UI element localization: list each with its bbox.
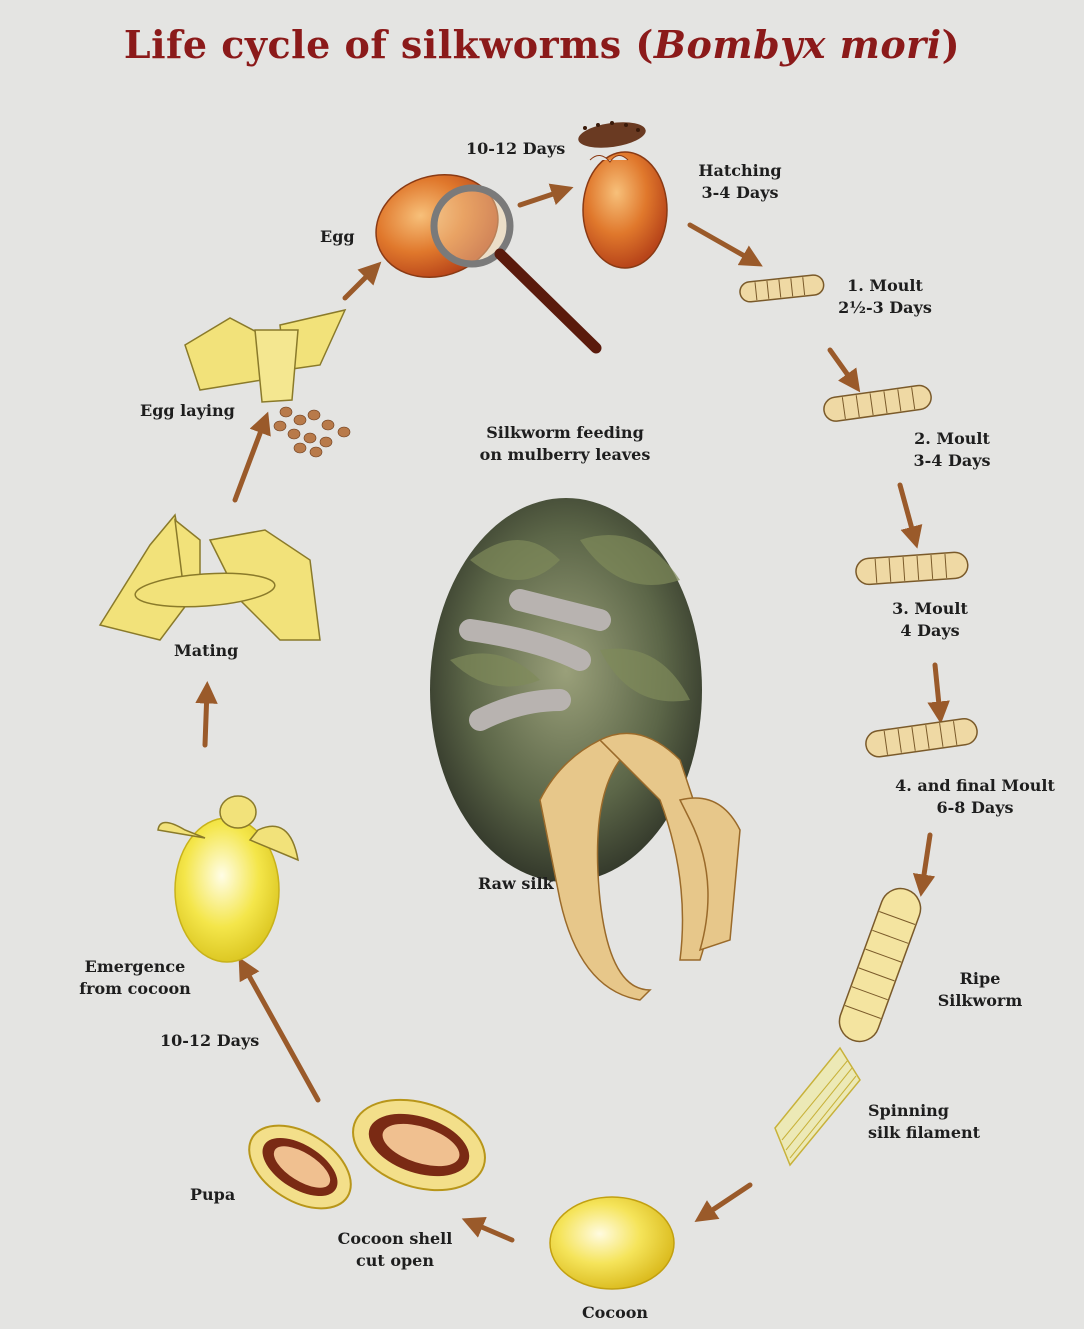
label-moult-3-title: 3. Moult	[880, 598, 980, 620]
label-emergence-title: Emergence	[70, 956, 200, 978]
title-text: Life cycle of silkworms (	[124, 22, 654, 67]
label-hatching-days: 3-4 Days	[690, 182, 790, 204]
label-cocoon-cut-open: Cocoon shell cut open	[330, 1228, 460, 1272]
label-moult-4: 4. and final Moult 6-8 Days	[890, 775, 1060, 819]
label-mating: Mating	[174, 640, 238, 662]
label-moult-4-days: 6-8 Days	[890, 797, 1060, 819]
arrow-cut-to-emergence	[470, 1222, 512, 1240]
spinning-silk-filament	[775, 1048, 860, 1165]
label-hatching-title: Hatching	[690, 160, 790, 182]
mating-moths-illustration	[100, 515, 320, 640]
emergence-illustration	[158, 796, 298, 962]
label-pupa: Pupa	[190, 1184, 235, 1206]
larva-moult-3	[855, 551, 969, 585]
label-pupa-days: 10-12 Days	[160, 1030, 259, 1052]
cocoon-shell-cut-open	[341, 1084, 496, 1206]
label-moult-1-title: 1. Moult	[830, 275, 940, 297]
label-moult-2: 2. Moult 3-4 Days	[900, 428, 1004, 472]
label-emergence-subtitle: from cocoon	[70, 978, 200, 1000]
label-ripe-silkworm: Ripe Silkworm	[930, 968, 1030, 1012]
label-moult-3: 3. Moult 4 Days	[880, 598, 980, 642]
label-egg-days: 10-12 Days	[466, 138, 565, 160]
label-spinning-subtitle: silk filament	[868, 1122, 980, 1144]
diagram-title: Life cycle of silkworms (Bombyx mori)	[0, 22, 1084, 67]
label-feeding-subtitle: on mulberry leaves	[470, 444, 660, 466]
label-cut-open-subtitle: cut open	[330, 1250, 460, 1272]
arrow-emergence-to-mating	[205, 690, 207, 745]
label-moult-2-days: 3-4 Days	[900, 450, 1004, 472]
arrow-hatch-to-moult1	[690, 225, 755, 262]
egg-illustration	[363, 159, 596, 348]
label-raw-silk: Raw silk	[478, 873, 554, 895]
arrow-moult4-to-ripe	[922, 835, 930, 888]
label-feeding-title: Silkworm feeding	[470, 422, 660, 444]
ripe-silkworm	[834, 883, 926, 1047]
label-egg-laying: Egg laying	[140, 400, 235, 422]
arrow-egg-to-hatch	[520, 190, 565, 205]
larva-moult-2	[822, 384, 932, 423]
title-scientific-name: Bombyx mori	[654, 22, 942, 67]
label-spinning: Spinning silk filament	[868, 1100, 980, 1144]
label-spinning-title: Spinning	[868, 1100, 980, 1122]
arrow-mating-to-laying	[235, 420, 265, 500]
label-ripe-subtitle: Silkworm	[930, 990, 1030, 1012]
label-moult-2-title: 2. Moult	[900, 428, 1004, 450]
title-close-paren: )	[942, 22, 960, 67]
raw-silk-illustration	[540, 733, 740, 1000]
arrow-moult2-to-moult3	[900, 485, 915, 540]
larva-moult-4	[864, 717, 979, 758]
label-emergence: Emergence from cocoon	[70, 956, 200, 1000]
label-moult-4-title: 4. and final Moult	[890, 775, 1060, 797]
label-cut-open-title: Cocoon shell	[330, 1228, 460, 1250]
label-moult-1-days: 2½-3 Days	[830, 297, 940, 319]
label-moult-3-days: 4 Days	[880, 620, 980, 642]
pupa-illustration	[234, 1108, 365, 1225]
label-cocoon: Cocoon	[560, 1302, 670, 1324]
hatching-egg-illustration	[577, 118, 667, 268]
label-feeding: Silkworm feeding on mulberry leaves	[470, 422, 660, 466]
label-hatching: Hatching 3-4 Days	[690, 160, 790, 204]
arrow-laying-to-egg	[345, 268, 375, 298]
arrow-moult1-to-moult2	[830, 350, 855, 385]
arrow-moult3-to-moult4	[935, 665, 940, 715]
label-egg: Egg	[320, 226, 355, 248]
egg-laying-moth-illustration	[185, 310, 350, 457]
cocoon-illustration	[550, 1197, 674, 1289]
label-moult-1: 1. Moult 2½-3 Days	[830, 275, 940, 319]
label-ripe-title: Ripe	[930, 968, 1030, 990]
larva-moult-1	[739, 274, 825, 303]
arrow-cocoon-to-cut	[702, 1185, 750, 1217]
